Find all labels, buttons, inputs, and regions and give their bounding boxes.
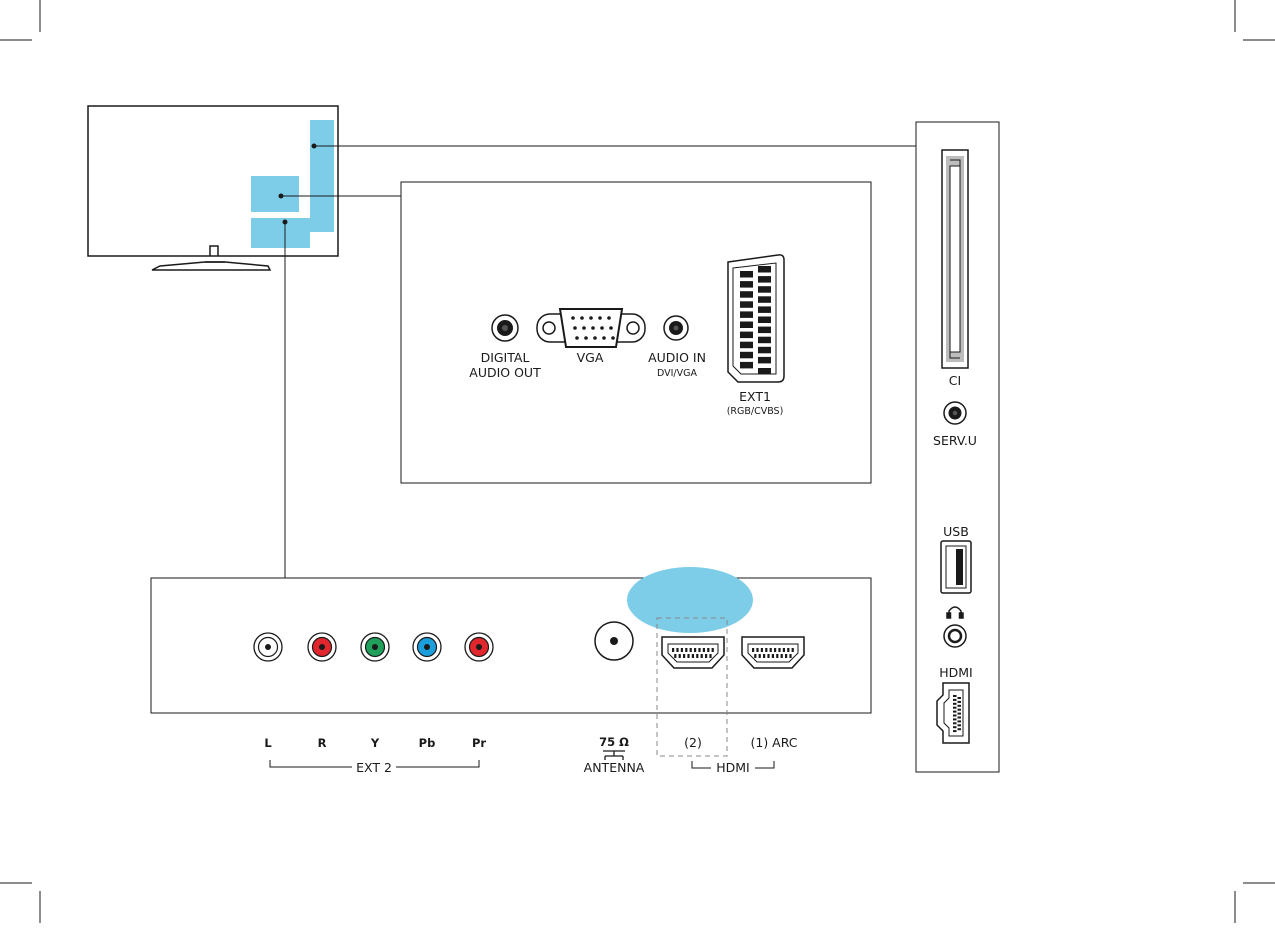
- ext2-jack-label-r: R: [318, 736, 327, 750]
- ci-slot: [942, 150, 968, 368]
- vga-label: VGA: [577, 350, 604, 365]
- serv-u-label: SERV.U: [933, 433, 977, 448]
- side-hdmi-label: HDMI: [939, 665, 973, 680]
- antenna-ohms-label: 75 Ω: [599, 735, 629, 749]
- hdmi2-highlight: [627, 567, 753, 633]
- tv-back-view: [88, 106, 338, 270]
- audio-in-label: AUDIO IN: [648, 350, 706, 365]
- hdmi1-arc-label: (1) ARC: [750, 735, 797, 750]
- ext2-jack-pb: [413, 633, 441, 661]
- antenna-label: ANTENNA: [584, 760, 645, 775]
- serv-u-jack: [944, 402, 966, 424]
- tv-bottom-connector-area: [251, 218, 310, 248]
- ext2-jack-l: [254, 633, 282, 661]
- headphone-jack: [944, 625, 966, 647]
- tv-side-connector-area: [310, 120, 334, 232]
- headphone-icon: [947, 607, 963, 618]
- ext2-jacks: [254, 633, 493, 661]
- bottom-connector-panel: L R Y Pb Pr EXT 2 75 Ω ANTENNA (2) (1) ARC: [151, 567, 871, 775]
- digital-audio-out-jack: [492, 315, 518, 341]
- ext1-sublabel: (RGB/CVBS): [727, 406, 784, 417]
- digital-audio-out-label-line2: AUDIO OUT: [469, 365, 541, 380]
- ext2-jack-y: [361, 633, 389, 661]
- ext1-label: EXT1: [739, 389, 771, 404]
- hdmi-group-label: HDMI: [716, 760, 750, 775]
- ext2-jack-label-pb: Pb: [419, 736, 436, 750]
- audio-in-sublabel: DVI/VGA: [657, 368, 698, 379]
- digital-audio-out-label-line1: DIGITAL: [481, 350, 530, 365]
- side-connector-panel: CI SERV.U USB HDMI: [916, 122, 999, 772]
- ext2-group-label: EXT 2: [356, 760, 392, 775]
- ext2-jack-pr: [465, 633, 493, 661]
- ext2-jack-label-l: L: [264, 736, 272, 750]
- antenna-symbol-icon: [603, 751, 625, 760]
- ext2-jack-label-y: Y: [370, 736, 380, 750]
- audio-in-jack: [664, 316, 688, 340]
- tv-upper-connector-area: [251, 176, 299, 212]
- hdmi2-label: (2): [684, 735, 702, 750]
- ci-label: CI: [949, 373, 961, 388]
- antenna-connector: [595, 622, 633, 660]
- ext2-jack-r: [308, 633, 336, 661]
- vga-connector: [537, 309, 645, 347]
- ext2-jack-label-pr: Pr: [472, 736, 486, 750]
- side-hdmi-port: [937, 683, 969, 743]
- ext1-scart-connector: [728, 255, 784, 382]
- hdmi2-connector: [662, 637, 724, 668]
- usb-label: USB: [943, 524, 969, 539]
- hdmi1-arc-connector: [742, 637, 804, 668]
- usb-port: [941, 541, 971, 593]
- upper-connector-panel: DIGITAL AUDIO OUT VGA AUDIO IN DVI/VGA: [401, 182, 871, 483]
